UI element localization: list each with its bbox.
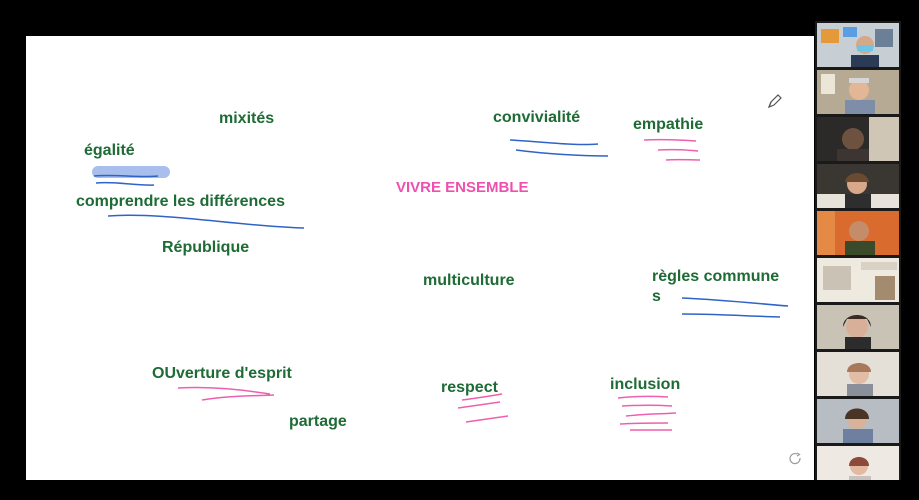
word-inclusion: inclusion (610, 376, 681, 393)
participant-video-4 (817, 164, 899, 208)
participant-tile-8[interactable] (817, 352, 899, 396)
whiteboard-canvas[interactable]: mixités égalité comprendre les différenc… (26, 36, 814, 480)
refresh-icon[interactable] (789, 452, 803, 466)
word-regles-line2: s (652, 288, 661, 305)
regles-underline-1 (681, 297, 789, 307)
participant-tile-6[interactable] (817, 258, 899, 302)
word-egalite: égalité (84, 142, 135, 159)
participant-video-7 (817, 305, 899, 349)
pencil-icon[interactable] (766, 92, 784, 110)
participant-video-8 (817, 352, 899, 396)
participant-tile-9[interactable] (817, 399, 899, 443)
participant-tile-4[interactable] (817, 164, 899, 208)
word-partage: partage (289, 413, 347, 430)
inclusion-scribble-3 (625, 412, 677, 417)
participant-tile-5[interactable] (817, 211, 899, 255)
ouverture-underline-2 (201, 394, 275, 401)
participant-video-5 (817, 211, 899, 255)
egalite-underline-2 (95, 181, 155, 186)
comprendre-underline (107, 214, 305, 229)
participant-gallery (815, 21, 901, 495)
word-respect: respect (441, 379, 498, 396)
convivialite-underline-2 (515, 149, 609, 157)
participant-tile-7[interactable] (817, 305, 899, 349)
egalite-underline-1 (93, 174, 159, 178)
participant-video-6 (817, 258, 899, 302)
regles-underline-2 (681, 313, 781, 318)
ouverture-underline-1 (177, 386, 271, 395)
empathie-line-2 (657, 148, 699, 152)
word-comprendre: comprendre les différences (76, 193, 285, 210)
inclusion-scribble-2 (621, 404, 673, 407)
annotation-strokes (92, 138, 789, 431)
word-republique: République (162, 239, 250, 256)
word-regles-line1: règles commune (652, 268, 780, 285)
respect-scribble-2 (457, 401, 501, 409)
participant-video-9 (817, 399, 899, 443)
word-multiculture: multiculture (423, 272, 515, 289)
top-black-bar (0, 0, 919, 36)
respect-scribble-3 (465, 415, 509, 423)
convivialite-underline-1 (509, 139, 599, 146)
word-empathie: empathie (633, 116, 704, 133)
word-mixites: mixités (219, 110, 275, 127)
word-vivre-ensemble: VIVRE ENSEMBLE (396, 179, 529, 196)
participant-tile-3[interactable] (817, 117, 899, 161)
word-ouverture: OUverture d'esprit (152, 365, 292, 382)
empathie-line-1 (643, 138, 697, 142)
participant-video-3 (817, 117, 899, 161)
inclusion-scribble-1 (617, 395, 669, 399)
participant-tile-1[interactable] (817, 23, 899, 67)
word-convivialite: convivialité (493, 109, 581, 126)
participant-video-1 (817, 23, 899, 67)
participant-video-2 (817, 70, 899, 114)
participant-tile-2[interactable] (817, 70, 899, 114)
bottom-black-bar (0, 480, 919, 500)
inclusion-scribble-4 (619, 422, 669, 425)
